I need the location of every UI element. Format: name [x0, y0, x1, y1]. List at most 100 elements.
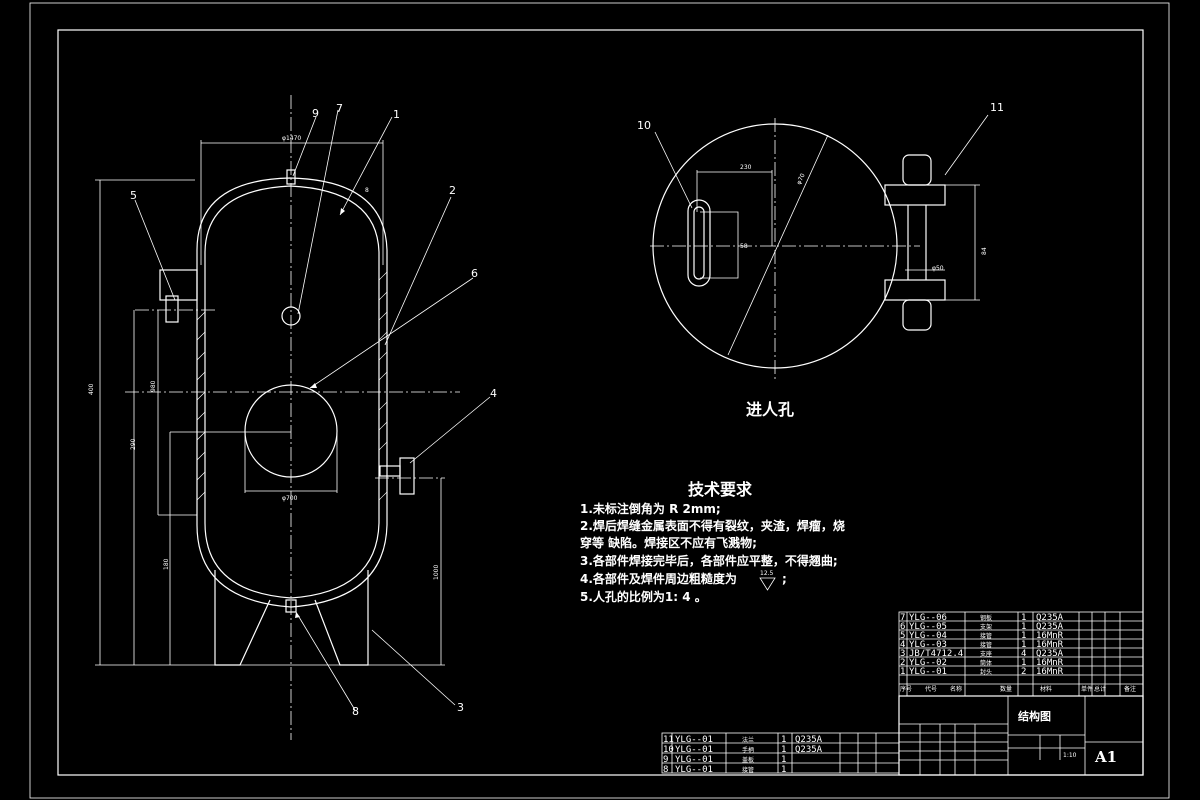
dim-manhole-58: 58 [740, 243, 748, 250]
parts-row-qty: 4 [1021, 649, 1026, 659]
callout-4: 4 [490, 387, 497, 400]
parts-row-name: 钢板 [980, 614, 992, 622]
inner-frame [57, 29, 1144, 776]
parts-row-no: 11 [663, 735, 674, 745]
parts-row-name: 接管 [980, 632, 992, 640]
dim-manhole-230: 230 [740, 164, 752, 171]
parts-row-code: YLG--03 [909, 640, 947, 650]
roughness-icon [759, 577, 776, 591]
dim-top-dia: φ1470 [282, 135, 301, 142]
callout-10: 10 [637, 119, 651, 132]
parts-row-qty: 1 [781, 755, 786, 765]
callout-7: 7 [336, 102, 343, 115]
parts-header-cell: 序号 [900, 685, 912, 693]
parts-row-code: YLG--02 [909, 658, 947, 668]
parts-row-qty: 1 [1021, 640, 1026, 650]
parts-row-qty: 1 [1021, 613, 1026, 623]
parts-row-code: JB/T4712.4 [909, 649, 963, 659]
parts-row-name: 筒体 [980, 659, 992, 667]
callout-1: 1 [393, 108, 400, 121]
parts-row-code: YLG--01 [675, 765, 713, 775]
parts-row-code: YLG--01 [675, 755, 713, 765]
callout-3: 3 [457, 701, 464, 714]
parts-header-cell: 总计 [1094, 685, 1106, 693]
parts-row-qty: 2 [1021, 667, 1026, 677]
parts-header-cell: 单件 [1081, 685, 1093, 693]
parts-header-cell: 名称 [950, 685, 962, 693]
requirement-4: 4.各部件及焊件周边粗糙度为 [580, 571, 737, 586]
parts-row-name: 接管 [742, 766, 754, 774]
parts-row-no: 2 [900, 658, 905, 668]
parts-row-no: 8 [663, 765, 668, 775]
parts-row-qty: 1 [781, 745, 786, 755]
parts-row-qty: 1 [1021, 658, 1026, 668]
scale: 1:10 [1063, 752, 1077, 759]
callout-9: 9 [312, 107, 319, 120]
drawing-name: 结构图 [1017, 709, 1051, 723]
dim-mid-height: 290 [130, 438, 137, 450]
parts-row-name: 支座 [980, 650, 992, 658]
parts-row-name: 封头 [980, 668, 992, 676]
requirement-3: 3.各部件焊接完毕后，各部件应平整，不得翘曲; [580, 553, 838, 568]
callout-6: 6 [471, 267, 478, 280]
parts-row-no: 1 [900, 667, 905, 677]
parts-row-qty: 1 [781, 735, 786, 745]
parts-row-no: 6 [900, 622, 905, 632]
parts-row-material: Q235A [1036, 622, 1064, 632]
dim-manhole-50: φ50 [932, 265, 944, 272]
manhole-view-title: 进人孔 [746, 400, 794, 419]
dim-wall: 8 [365, 187, 369, 194]
requirement-5: 5.人孔的比例为1: 4 。 [580, 589, 707, 604]
callout-5: 5 [130, 189, 137, 202]
dim-manhole-84: 84 [981, 247, 988, 255]
parts-header-cell: 数量 [1000, 685, 1012, 693]
callout-2: 2 [449, 184, 456, 197]
requirements-title: 技术要求 [688, 480, 753, 499]
dim-leg: 1000 [433, 565, 440, 580]
callout-8: 8 [352, 705, 359, 718]
parts-row-no: 7 [900, 613, 905, 623]
roughness-value: 12.5 [760, 570, 774, 577]
parts-row-name: 支架 [980, 623, 992, 631]
sheet-size: A1 [1094, 748, 1117, 766]
requirement-1: 1.未标注倒角为 R 2mm; [580, 501, 721, 516]
parts-row-no: 4 [900, 640, 905, 650]
parts-row-code: YLG--01 [909, 667, 947, 677]
title-block [898, 695, 1144, 776]
parts-row-qty: 1 [781, 765, 786, 775]
parts-row-name: 盖板 [742, 756, 754, 764]
parts-row-code: YLG--05 [909, 622, 947, 632]
parts-row-no: 9 [663, 755, 668, 765]
parts-row-material: 16MnR [1036, 658, 1064, 668]
parts-row-material: Q235A [1036, 613, 1064, 623]
parts-row-material: 16MnR [1036, 631, 1064, 641]
parts-header-cell: 材料 [1040, 685, 1052, 693]
parts-row-no: 3 [900, 649, 905, 659]
parts-row-code: YLG--06 [909, 613, 947, 623]
parts-row-code: YLG--04 [909, 631, 947, 641]
dim-lower: 180 [163, 558, 170, 570]
dim-total-height: 400 [88, 383, 95, 395]
outer-frame [29, 2, 1170, 799]
manhole-view [650, 114, 989, 380]
parts-row-no: 10 [663, 745, 674, 755]
parts-row-material: 16MnR [1036, 667, 1064, 677]
parts-header-cell: 备注 [1124, 685, 1136, 693]
dim-manhole-dia: φ70 [795, 172, 806, 186]
dim-nozzle-height: 980 [150, 380, 157, 392]
parts-row-name: 接管 [980, 641, 992, 649]
parts-row-name: 法兰 [742, 736, 754, 744]
parts-row-material: Q235A [1036, 649, 1064, 659]
parts-row-code: YLG--01 [675, 735, 713, 745]
parts-row-no: 5 [900, 631, 905, 641]
parts-row-code: YLG--01 [675, 745, 713, 755]
parts-row-qty: 1 [1021, 622, 1026, 632]
requirement-2: 2.焊后焊缝金属表面不得有裂纹，夹渣，焊瘤，烧 [580, 518, 845, 533]
callout-11: 11 [990, 101, 1004, 114]
dim-manhole-width: φ700 [282, 495, 298, 502]
vessel-elevation [95, 95, 491, 740]
parts-header-cell: 代号 [925, 685, 937, 693]
parts-row-material: 16MnR [1036, 640, 1064, 650]
requirement-2b: 穿等 缺陷。焊接区不应有飞溅物; [580, 535, 757, 550]
